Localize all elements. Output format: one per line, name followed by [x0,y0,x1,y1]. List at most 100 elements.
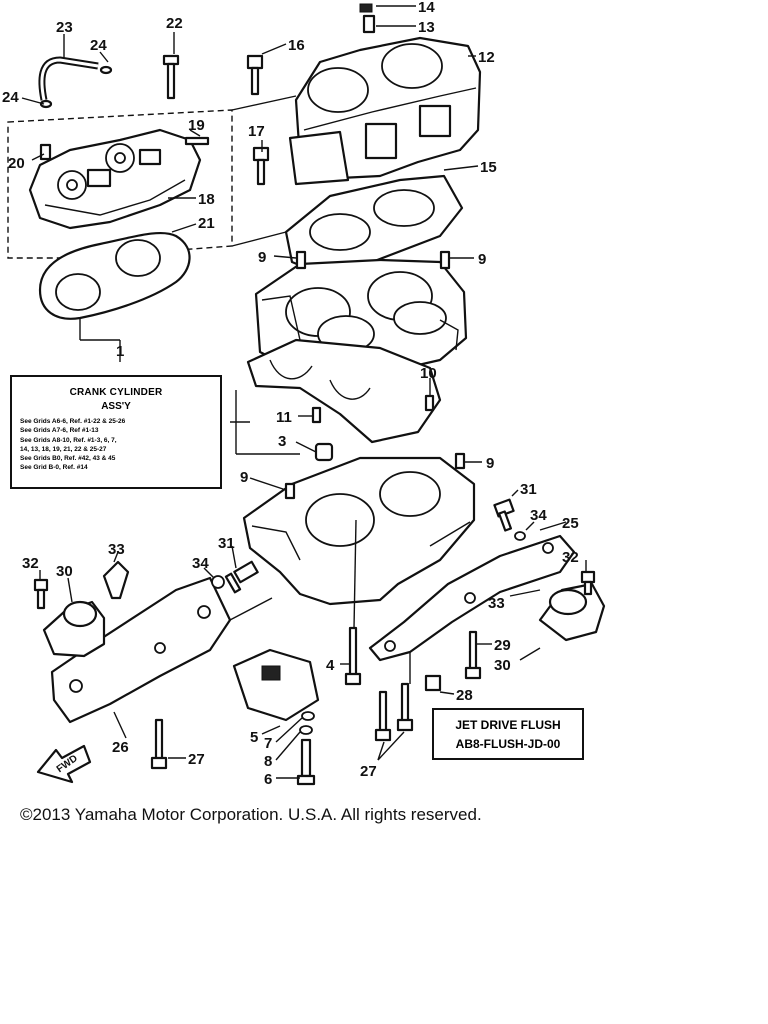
bolt-part [224,560,259,594]
callout-9: 9 [486,455,494,472]
callout-24: 24 [90,37,107,54]
info-box-title: CRANK CYLINDER [69,387,163,398]
callout-17: 17 [248,123,265,140]
callout-15: 15 [480,159,497,176]
washer-part [299,725,313,735]
dowel-pin-part [284,482,296,500]
callout-28: 28 [456,687,473,704]
copyright-notice: ©2013 Yamaha Motor Corporation. U.S.A. A… [20,805,482,824]
gasket-part [38,231,191,320]
rubber-mount-part [42,600,106,658]
engine-mount-cover [232,648,320,722]
bolt-part [344,626,362,686]
callout-30: 30 [56,563,73,580]
callout-25: 25 [562,515,579,532]
bolt-part [252,146,270,186]
bolt-part [424,674,442,692]
clamp-part [99,65,113,75]
crank-cylinder-info-box: CRANK CYLINDER ASS'Y See Grids A6-6, Ref… [10,375,222,489]
upper-crankcase [246,338,442,444]
callout-32: 32 [22,555,39,572]
leader-lines [21,5,587,779]
callout-4: 4 [326,657,335,674]
callout-32: 32 [562,549,579,566]
bolt-part [296,738,316,786]
callout-9: 9 [478,251,486,268]
callout-1: 1 [116,343,124,360]
info-box-line: See Grids B0, Ref. #42, 43 & 45 [20,455,116,463]
callout-19: 19 [188,117,205,134]
callout-26: 26 [112,739,129,756]
engine-mount-bracket [368,534,576,662]
info-box-subtitle: ASS'Y [101,401,131,412]
callout-27: 27 [188,751,205,768]
callout-6: 6 [264,771,272,788]
washer-part [514,531,526,541]
callout-31: 31 [520,481,537,498]
bolt-part [184,136,210,146]
info-box-line: 14, 13, 18, 19, 21, 22 & 25-27 [20,445,107,453]
dowel-pin-part [454,452,466,470]
engine-mount-bracket [50,576,232,724]
washer-part [211,575,225,589]
callout-16: 16 [288,37,305,54]
fitting-part [362,14,376,34]
bolt-part [493,498,515,532]
rubber-mount-part [538,582,606,642]
callout-34: 34 [192,555,209,572]
callout-18: 18 [198,191,215,208]
callout-33: 33 [488,595,505,612]
cylinder-head-cover [288,36,482,186]
callout-20: 20 [8,155,25,172]
callout-3: 3 [278,433,286,450]
bolt-part [150,718,168,770]
stopper-bracket-part [102,560,130,600]
bolt-part [374,682,414,742]
bolt-part [464,630,482,680]
plug-part [39,143,52,161]
lower-crankcase [242,456,476,606]
head-gasket [284,174,464,274]
info-box-line: See Grids A6-6, Ref. #1-22 & 25-26 [20,418,126,425]
clamp-part [39,99,53,109]
callout-11: 11 [276,409,292,426]
exhaust-cover-assembly [28,128,202,230]
bolt-part [162,54,180,100]
callout-24: 24 [2,89,19,106]
callout-29: 29 [494,637,511,654]
callout-9: 9 [240,469,248,486]
callout-31: 31 [218,535,235,552]
callout-34: 34 [530,507,547,524]
callout-7: 7 [264,735,272,752]
jet-drive-flush-box: JET DRIVE FLUSH AB8-FLUSH-JD-00 [432,708,584,760]
bolt-part [246,54,264,96]
callout-33: 33 [108,541,125,558]
info-box-line: See Grid B-0, Ref. #14 [20,464,88,472]
flush-box-title: JET DRIVE FLUSH [455,718,561,732]
callout-27: 27 [360,763,377,780]
callout-30: 30 [494,657,511,674]
callout-22: 22 [166,15,183,32]
callout-9: 9 [258,249,266,266]
callout-13: 13 [418,19,435,36]
callout-12: 12 [478,49,495,66]
callout-23: 23 [56,19,73,36]
callout-21: 21 [198,215,215,232]
seal-part [314,442,334,462]
info-box-line: See Grids A7-6, Ref #1-13 [20,427,99,435]
callout-5: 5 [250,729,258,746]
info-box-line: See Grids A8-10, Ref. #1-3, 6, 7, [20,436,117,444]
dowel-pin-part [439,250,451,270]
dowel-pin-part [295,250,307,270]
washer-part [301,711,315,721]
pin-part [311,406,322,424]
callout-10: 10 [420,365,437,382]
flush-box-code: AB8-FLUSH-JD-00 [455,737,561,751]
pin-part [424,394,435,412]
callout-8: 8 [264,753,272,770]
screw-part [359,3,373,13]
bolt-part [33,578,49,610]
forward-arrow-icon [36,744,92,784]
bolt-part [580,570,596,596]
